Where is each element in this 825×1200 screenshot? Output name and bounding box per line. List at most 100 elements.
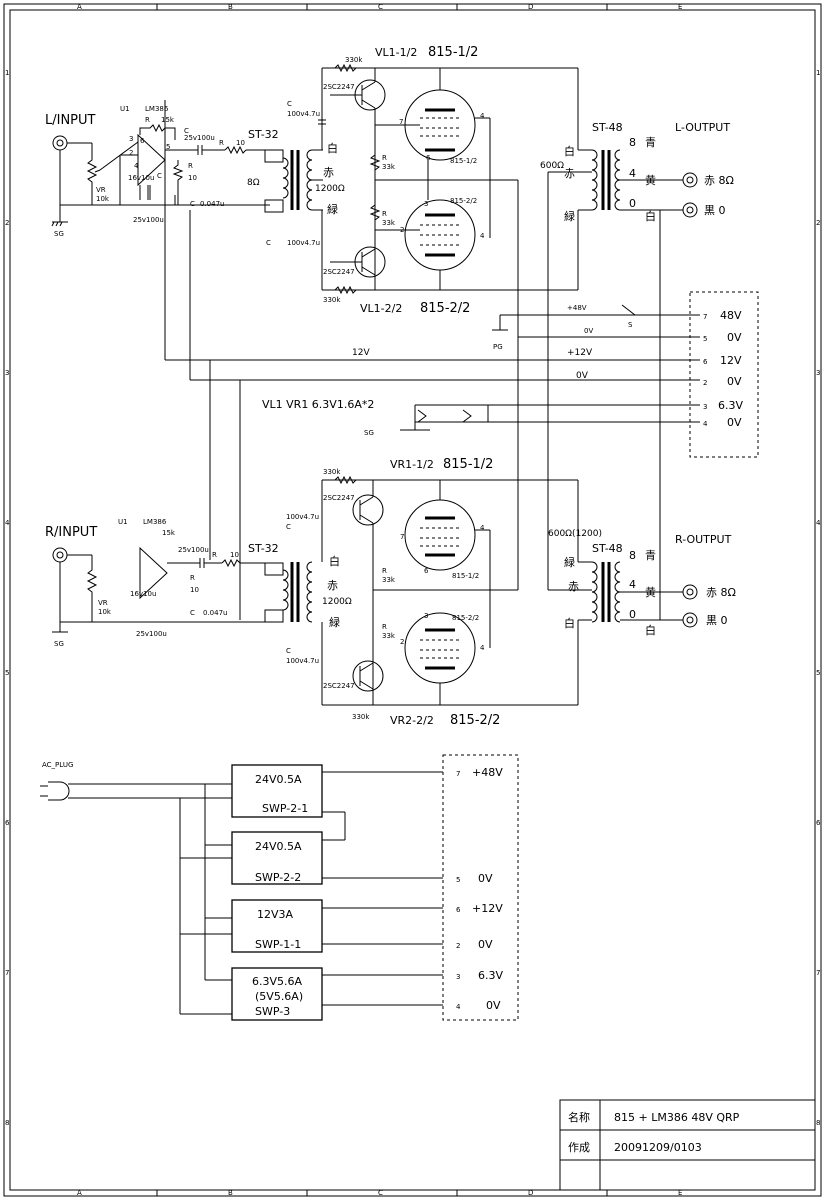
l-tap0: 0 bbox=[629, 197, 636, 210]
heater-vr1 bbox=[462, 409, 472, 423]
l-pin4: 4 bbox=[134, 162, 139, 170]
col-label-d: D bbox=[528, 3, 533, 11]
row-label-3-right: 3 bbox=[816, 369, 820, 377]
r-u1-label: U1 bbox=[118, 518, 128, 526]
psu-swp-3 bbox=[231, 967, 323, 1021]
l-r-33k-top: R bbox=[382, 154, 387, 162]
row-label-8-right: 8 bbox=[816, 1119, 820, 1127]
l-r33k-bot bbox=[369, 200, 381, 225]
psu-3-name: SWP-3 bbox=[255, 1005, 290, 1018]
l-st32-green: 緑 bbox=[327, 202, 338, 216]
l-tube-top-pin4: 4 bbox=[480, 112, 485, 120]
l-out-red-label: 赤 8Ω bbox=[704, 174, 734, 187]
l-r15k-r: R bbox=[145, 116, 150, 124]
connector-top bbox=[689, 291, 759, 458]
r-out-red-label: 赤 8Ω bbox=[706, 586, 736, 599]
l-c-25v100u: 25v100u bbox=[184, 134, 215, 142]
psu-conn-label-0: +48V bbox=[472, 766, 503, 779]
l-tube-top-pin6: 6 bbox=[426, 154, 431, 162]
v12-label: 12V bbox=[352, 348, 370, 358]
l-input-terminal-b bbox=[264, 199, 284, 213]
outer-frame bbox=[3, 3, 822, 1197]
l-c-bot: 100v4.7u bbox=[287, 239, 320, 247]
psu-2-rating: 12V3A bbox=[257, 908, 294, 921]
l-r-label: R bbox=[219, 139, 224, 147]
r-tr-top-label: 2SC2247 bbox=[323, 494, 355, 502]
r-tube-top-pin4: 4 bbox=[480, 524, 485, 532]
col-label-c: C bbox=[378, 3, 383, 11]
r-r-zobel: R bbox=[190, 574, 195, 582]
r-opamp-lm386 bbox=[139, 546, 168, 600]
row-label-8: 8 bbox=[5, 1119, 9, 1127]
heater-sg-label: SG bbox=[364, 429, 374, 437]
psu-conn-label-3: 0V bbox=[478, 938, 493, 951]
l-8ohm-label: 8Ω bbox=[247, 178, 260, 188]
p12-label: +12V bbox=[567, 348, 593, 358]
r-opamp-label: LM386 bbox=[143, 518, 167, 526]
l-600ohm: 600Ω bbox=[540, 161, 564, 171]
psu-conn-label-5: 0V bbox=[486, 999, 501, 1012]
r-transistor-top bbox=[352, 494, 384, 526]
r-st32-green: 緑 bbox=[329, 615, 340, 629]
psu-3-rating: 6.3V5.6A bbox=[252, 975, 303, 988]
r-c-16v10u: 16v10u bbox=[130, 590, 156, 598]
heater-label: VL1 VR1 6.3V1.6A*2 bbox=[262, 398, 374, 411]
col-label-d-bottom: D bbox=[528, 1189, 533, 1197]
conn-top-label-2: 12V bbox=[720, 354, 742, 367]
l-r10-label: 10 bbox=[236, 139, 245, 147]
r-volume-pot bbox=[86, 555, 98, 622]
col-label-b-bottom: B bbox=[228, 1189, 233, 1197]
r-r15k: 15k bbox=[162, 529, 176, 537]
psu-swp-1-1 bbox=[231, 899, 323, 953]
r-tube-bot-pin3: 3 bbox=[424, 612, 428, 620]
r-st48-green: 緑 bbox=[564, 555, 575, 569]
r-tube-bot-label: VR2-2/2 bbox=[390, 714, 434, 727]
l-c-label: C bbox=[184, 127, 189, 135]
l-r330k-bot bbox=[334, 285, 357, 295]
power-bus: PG +48V S 0V 12V +12V 0V VL1 VR1 6.3V1.6… bbox=[165, 172, 759, 620]
l-st32-white: 白 bbox=[327, 141, 338, 155]
row-label-5-right: 5 bbox=[816, 669, 820, 677]
r-transistor-bottom bbox=[352, 660, 384, 692]
l-r-33k-bot: R bbox=[382, 210, 387, 218]
psu-1-rating: 24V0.5A bbox=[255, 840, 302, 853]
r-st48-label: ST-48 bbox=[592, 542, 623, 555]
r-c-bot-c: C bbox=[286, 647, 291, 655]
row-label-7: 7 bbox=[5, 969, 9, 977]
psu-conn-pin-2: 6 bbox=[456, 906, 461, 914]
psu-conn-pin-3: 2 bbox=[456, 942, 460, 950]
ac-plug-label: AC_PLUG bbox=[42, 761, 73, 769]
r-vr-value: 10k bbox=[98, 608, 112, 616]
psu-conn-pin-0: 7 bbox=[456, 770, 460, 778]
l-c-25v100u-b: 25v100u bbox=[133, 216, 164, 224]
l-opamp-lm386 bbox=[137, 133, 166, 187]
right-channel: R/INPUT SG VR 10k U1 LM386 15k 25v100u R… bbox=[45, 457, 736, 728]
psu-connector bbox=[442, 754, 519, 1021]
psu-conn-label-2: +12V bbox=[472, 902, 503, 915]
r-output-label: R-OUTPUT bbox=[675, 533, 732, 546]
l-tube-bot-type: 815-2/2 bbox=[420, 301, 470, 316]
r-c-0047u-c: C bbox=[190, 609, 195, 617]
row-label-6: 6 bbox=[5, 819, 10, 827]
l-feedback-resistor bbox=[139, 123, 176, 140]
inner-frame bbox=[9, 9, 816, 1191]
r-vr-label: VR bbox=[98, 599, 108, 607]
l-c-top-c: C bbox=[287, 100, 292, 108]
r-c-top: 100v4.7u bbox=[286, 513, 319, 521]
l-tube-top-small: 815-1/2 bbox=[450, 157, 477, 165]
col-label-e: E bbox=[678, 3, 682, 11]
l-tube-top-type: 815-1/2 bbox=[428, 45, 478, 60]
l-st48-label: ST-48 bbox=[592, 121, 623, 134]
left-channel: L/INPUT SG VR 10k U1 LM386 3 2 4 6 5 R 1… bbox=[45, 45, 734, 620]
r-1200ohm: 1200Ω bbox=[322, 597, 352, 607]
r-r330k-bot-label: 330k bbox=[352, 713, 370, 721]
r-st48-secondary bbox=[614, 561, 621, 623]
row-label-3: 3 bbox=[5, 369, 9, 377]
conn-top-pin-4: 3 bbox=[703, 403, 707, 411]
psu-swp-2-2 bbox=[231, 831, 323, 885]
l-st32-primary bbox=[282, 157, 289, 199]
l-pin3: 3 bbox=[129, 135, 133, 143]
row-label-7-right: 7 bbox=[816, 969, 820, 977]
l-wire-blue: 青 bbox=[645, 136, 656, 149]
r-tube-top-pin6: 6 bbox=[424, 567, 429, 575]
